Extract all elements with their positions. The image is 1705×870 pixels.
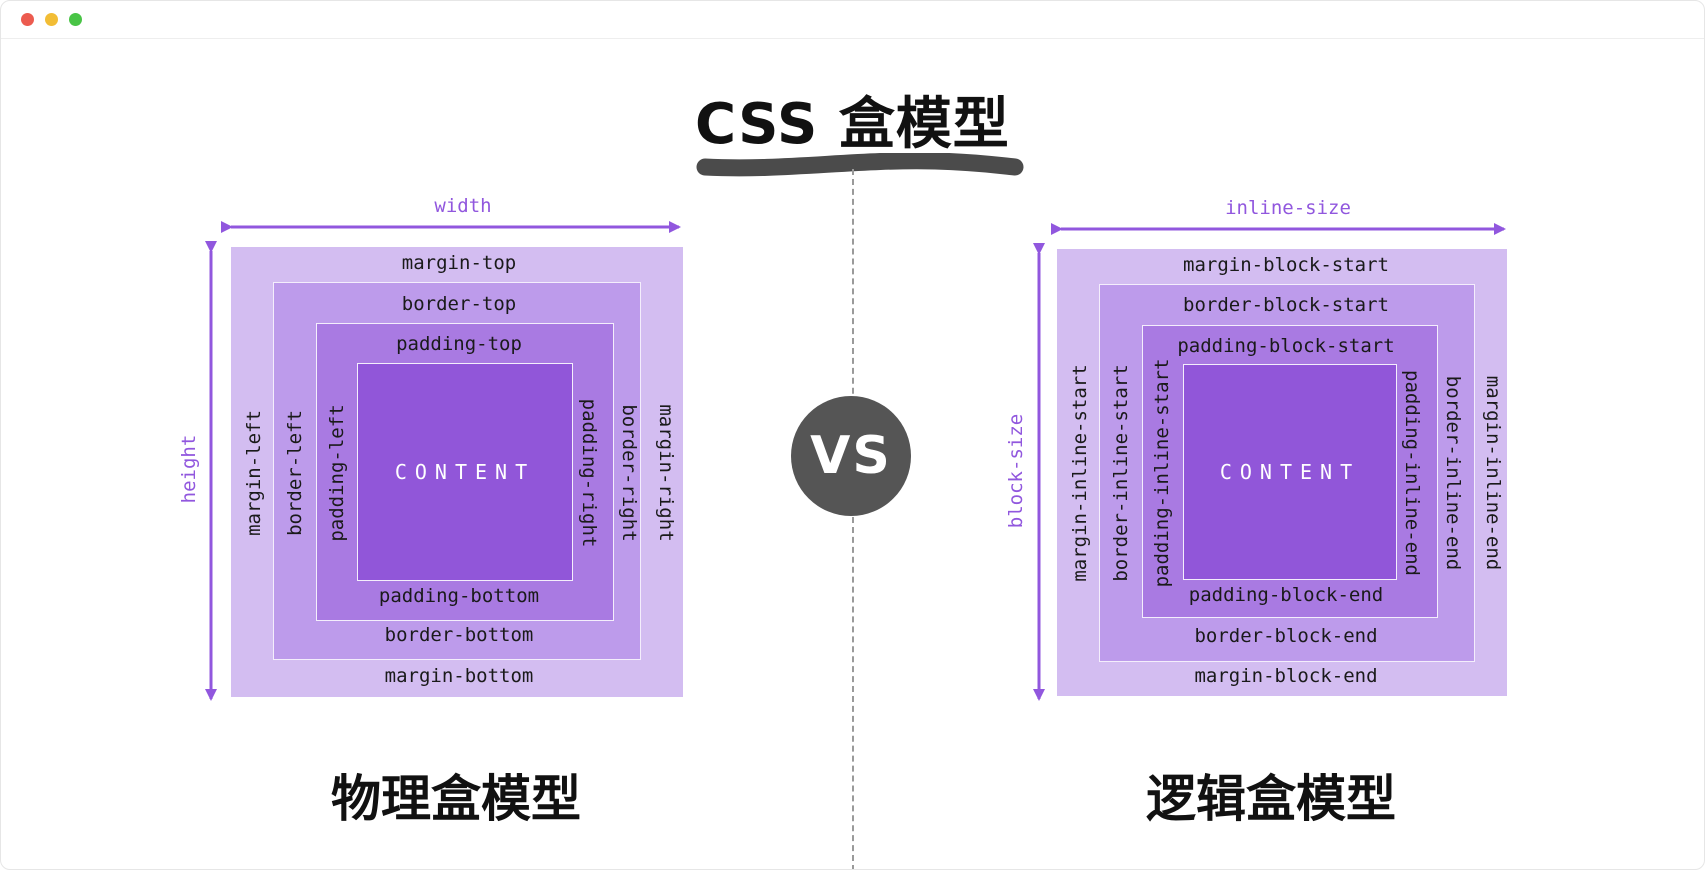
close-window-icon[interactable] (21, 13, 34, 26)
padding-left-label: padding-left (326, 404, 348, 542)
padding-area: CONTENT (316, 323, 614, 621)
border-area: CONTENT (273, 282, 641, 660)
window-titlebar (1, 1, 1704, 39)
margin-right-label: margin-right (655, 404, 677, 542)
height-label: height (178, 434, 200, 504)
border-top-label: border-top (401, 293, 517, 315)
maximize-window-icon[interactable] (69, 13, 82, 26)
margin-block-end-label: margin-block-end (1194, 665, 1378, 687)
border-block-end-label: border-block-end (1194, 625, 1378, 647)
vs-badge: VS (791, 396, 911, 516)
padding-right-label: padding-right (578, 398, 600, 548)
dimension-arrows (205, 221, 681, 701)
logical-box-model-diagram: inline-size block-size CONTENT margin-bl… (996, 191, 1516, 711)
border-bottom-label: border-bottom (384, 624, 534, 646)
width-label: width (434, 195, 492, 217)
physical-box-model-caption: 物理盒模型 (331, 770, 581, 828)
page-title: CSS 盒模型 (695, 92, 1010, 157)
block-size-label: block-size (1005, 413, 1027, 529)
inline-size-label: inline-size (1225, 197, 1351, 219)
margin-top-label: margin-top (401, 252, 517, 274)
padding-bottom-label: padding-bottom (378, 585, 540, 607)
padding-inline-end-label: padding-inline-end (1401, 370, 1423, 576)
logical-box-model-caption: 逻辑盒模型 (1146, 770, 1396, 828)
border-inline-end-label: border-inline-end (1442, 375, 1464, 571)
content-area: CONTENT (357, 363, 573, 581)
margin-block-start-label: margin-block-start (1183, 254, 1389, 276)
minimize-window-icon[interactable] (45, 13, 58, 26)
border-block-start-label: border-block-start (1183, 294, 1389, 316)
padding-block-end-label: padding-block-end (1188, 584, 1384, 606)
margin-bottom-label: margin-bottom (384, 665, 534, 687)
border-left-label: border-left (284, 410, 306, 536)
border-inline-start-label: border-inline-start (1110, 364, 1132, 582)
title-underline-stroke (696, 153, 1024, 177)
padding-inline-start-label: padding-inline-start (1151, 358, 1173, 588)
content-area: CONTENT (1183, 364, 1397, 580)
border-right-label: border-right (618, 404, 640, 542)
margin-inline-start-label: margin-inline-start (1069, 364, 1091, 582)
padding-area: CONTENT (1142, 325, 1438, 618)
dimension-arrows (1033, 223, 1506, 701)
margin-left-label: margin-left (243, 410, 265, 536)
margin-inline-end-label: margin-inline-end (1482, 375, 1504, 571)
padding-block-start-label: padding-block-start (1177, 335, 1395, 357)
physical-box-model-diagram: width height CONTENT margin-top border-t… (171, 191, 691, 711)
border-area: CONTENT (1099, 284, 1475, 662)
margin-area: CONTENT (231, 247, 683, 697)
center-divider (852, 169, 854, 869)
margin-area: CONTENT (1057, 249, 1507, 696)
padding-top-label: padding-top (396, 333, 522, 355)
